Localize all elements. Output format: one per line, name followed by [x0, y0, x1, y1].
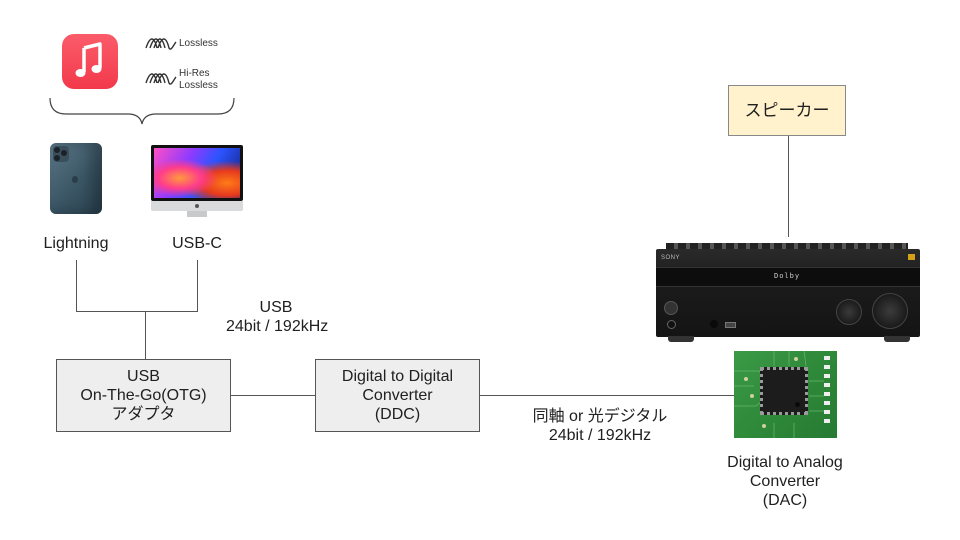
display-text: Dolby [774, 272, 801, 280]
otg-line3: アダプタ [111, 406, 176, 423]
pcb-traces [734, 351, 830, 438]
receiver-foot-left [668, 336, 694, 342]
dac-line1: Digital to Analog [727, 454, 843, 471]
camera-module [53, 146, 69, 162]
receiver-body: SONY Dolby [656, 249, 920, 337]
usb-link-line1: USB [259, 299, 293, 316]
receiver-top-vents [666, 243, 908, 251]
dac-node-label: Digital to Analog Converter (DAC) [705, 453, 865, 510]
otg-line1: USB [127, 368, 160, 385]
power-button [664, 301, 678, 315]
headphone-jack [667, 320, 676, 329]
otg-line2: On-The-Go(OTG) [80, 387, 207, 404]
imac-stand [187, 211, 207, 217]
lightning-line [76, 260, 77, 312]
ddc-line1: Digital to Digital [341, 368, 454, 385]
ddc-line3: (DDC) [374, 406, 421, 423]
av-receiver-image: SONY Dolby [656, 243, 920, 343]
lossless-wave-icon [145, 38, 177, 50]
hires-lossless-badge: Hi-Res Lossless [145, 66, 235, 94]
lightning-label: Lightning [43, 235, 109, 252]
otg-ddc-line [231, 395, 316, 396]
ddc-node: Digital to Digital Converter (DDC) [315, 359, 480, 432]
brand-label: SONY [661, 255, 681, 261]
usb-port [725, 322, 736, 328]
to-otg-line [145, 311, 146, 360]
iphone-image [50, 143, 102, 214]
lossless-label: Lossless [179, 38, 218, 49]
apple-music-icon [62, 34, 118, 89]
volume-knob [872, 293, 908, 329]
imac-chin [151, 201, 243, 211]
chip-package [760, 367, 808, 415]
speaker-label: スピーカー [744, 101, 830, 120]
ddc-dac-line [480, 395, 734, 396]
dac-line2: Converter [749, 473, 821, 490]
hires-label-line1: Hi-Res [179, 68, 210, 79]
mic-jack [710, 320, 718, 328]
lossless-wave-icon [145, 73, 177, 85]
usb-link-label: USB 24bit / 192kHz [226, 298, 329, 336]
usb-link-line2: 24bit / 192kHz [226, 318, 329, 335]
imac-image [151, 145, 243, 218]
join-line [76, 311, 198, 312]
apple-logo-icon [72, 176, 78, 183]
speaker-receiver-line [788, 136, 789, 237]
lossless-badge: Lossless [145, 34, 235, 54]
digital-link-line1: 同軸 or 光デジタル [532, 408, 668, 425]
hires-logo-icon [908, 254, 915, 260]
speaker-node: スピーカー [728, 85, 846, 136]
dac-chip-image [734, 351, 837, 438]
hires-label-line2: Lossless [179, 80, 218, 91]
ddc-line2: Converter [362, 387, 433, 404]
dac-line3: (DAC) [762, 492, 808, 509]
receiver-foot-right [884, 336, 910, 342]
otg-adapter-node: USB On-The-Go(OTG) アダプタ [56, 359, 231, 432]
usb-c-line [197, 260, 198, 312]
music-note-icon [75, 42, 102, 77]
imac-screen [151, 145, 243, 201]
digital-link-line2: 24bit / 192kHz [548, 427, 652, 444]
input-knob [836, 299, 862, 325]
display-panel: Dolby [656, 267, 920, 287]
digital-link-label: 同軸 or 光デジタル 24bit / 192kHz [520, 407, 680, 445]
usb-c-label: USB-C [172, 235, 222, 252]
